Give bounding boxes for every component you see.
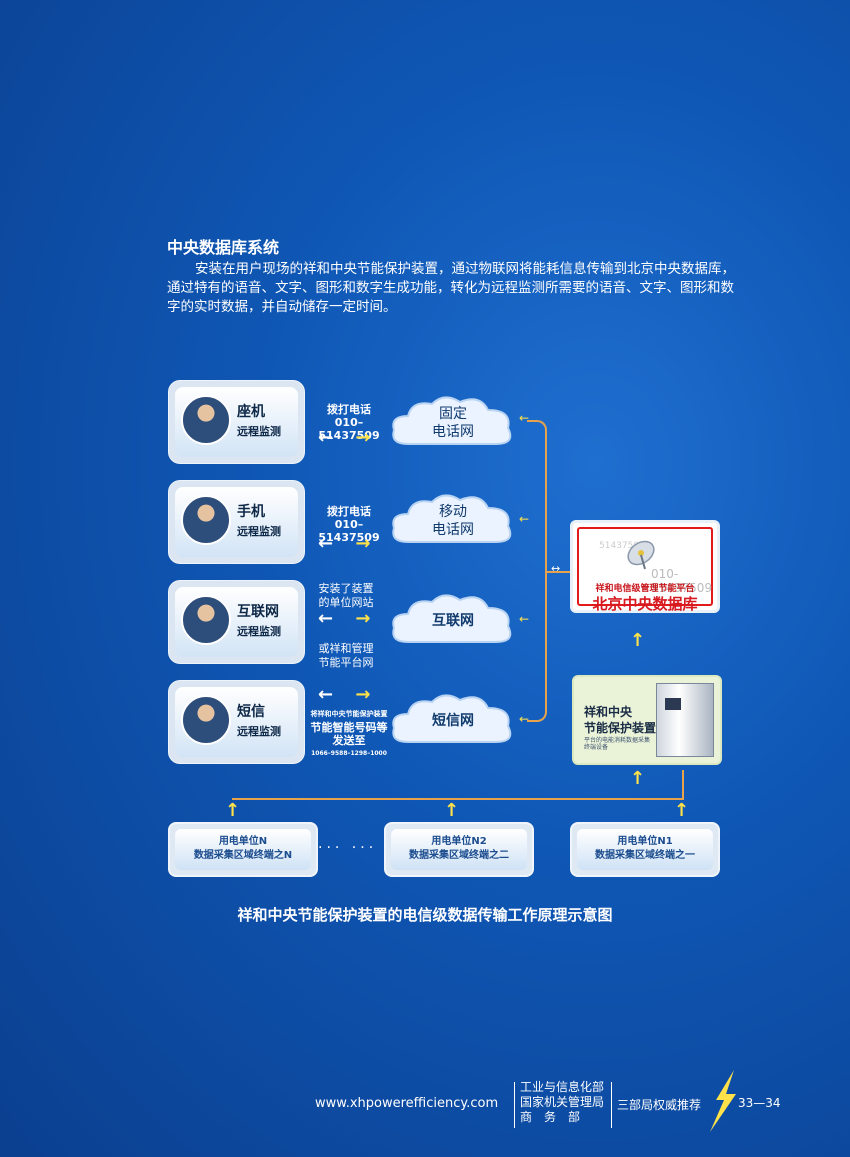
unit-terminal: 数据采集区域终端之一: [595, 850, 695, 861]
unit-terminal: 数据采集区域终端之N: [193, 850, 293, 861]
cloud-label: 固定: [439, 406, 467, 422]
person-computer-avatar: [181, 595, 231, 645]
bidirectional-link-icon: ↔: [551, 562, 561, 575]
internet-instruction-top: 安装了装置的单位网站: [318, 582, 374, 609]
arrow-up-icon: ↑: [630, 630, 646, 651]
footer-organizations: 工业与信息化部国家机关管理局商 务 部: [520, 1080, 605, 1124]
device-title-2: 节能保护装置: [584, 721, 657, 735]
ellipsis-dots: ··· ···: [318, 840, 378, 856]
footer-url[interactable]: www.xhpowerefficiency.com: [315, 1096, 499, 1111]
unit-box-n1: 用电单位N1 数据采集区域终端之一: [570, 822, 720, 877]
cloud-label-2: 电话网: [432, 424, 474, 440]
unit-bus-line: [232, 798, 684, 800]
internet-card: 互联网 远程监测: [168, 580, 305, 664]
arrow-up-icon: ↑: [630, 768, 646, 789]
energy-device-box: 祥和中央 节能保护装置 平台的电能消耗数据采集终端设备: [572, 675, 722, 765]
arrow-up-icon: ↑: [444, 800, 460, 821]
db-watermark: 51437509: [599, 541, 645, 551]
person-phone-avatar: [181, 395, 231, 445]
unit-bus-riser: [682, 770, 684, 799]
footer-recommendation: 三部局权威推荐: [617, 1098, 702, 1112]
db-main-label: 北京中央数据库: [592, 595, 698, 613]
arrow-left-icon: ←: [519, 411, 530, 425]
device-description: 平台的电能消耗数据采集终端设备: [584, 737, 651, 751]
card-title: 短信: [237, 704, 265, 720]
sms-cloud: 短信网: [388, 690, 518, 752]
card-subtitle: 远程监测: [237, 625, 281, 638]
mobile-cloud: 移动电话网: [388, 490, 518, 552]
arrow-up-icon: ↑: [225, 800, 241, 821]
internet-instruction-bottom: 或祥和管理节能平台网: [318, 642, 374, 669]
card-subtitle: 远程监测: [237, 425, 281, 438]
landline-cloud: 固定电话网: [388, 392, 518, 454]
device-cabinet-icon: [656, 683, 714, 757]
card-subtitle: 远程监测: [237, 525, 281, 538]
unit-box-n2: 用电单位N2 数据采集区域终端之二: [384, 822, 534, 877]
db-connector-line: [547, 571, 572, 573]
mobile-card: 手机 远程监测: [168, 480, 305, 564]
db-watermark-2: 010-51437509: [651, 567, 713, 595]
bidirectional-arrows-icon: ← →: [318, 427, 379, 448]
arrow-left-icon: ←: [519, 512, 530, 526]
card-title: 座机: [237, 404, 265, 420]
section-title: 中央数据库系统: [167, 238, 280, 257]
unit-terminal: 数据采集区域终端之二: [409, 850, 509, 861]
page-number: 33—34: [738, 1096, 781, 1110]
footer-divider: [611, 1082, 612, 1128]
sms-instruction: 将祥和中央节能保护装置 节能智能号码等 发送至 1066–9588–1298–1…: [310, 710, 388, 757]
unit-name: 用电单位N1: [617, 836, 673, 847]
satellite-dish-icon: [627, 540, 655, 570]
unit-box-n: 用电单位N 数据采集区域终端之N: [168, 822, 318, 877]
landline-card: 座机 远程监测: [168, 380, 305, 464]
card-title: 手机: [237, 504, 265, 520]
card-subtitle: 远程监测: [237, 725, 281, 738]
sms-card: 短信 远程监测: [168, 680, 305, 764]
person-texting-avatar: [181, 695, 231, 745]
arrow-up-icon: ↑: [674, 800, 690, 821]
device-title-1: 祥和中央: [584, 705, 633, 719]
internet-cloud: 互联网: [388, 590, 518, 652]
cloud-label: 移动: [439, 504, 467, 520]
cloud-label: 短信网: [432, 713, 474, 729]
bidirectional-arrows-icon: ← →: [318, 608, 379, 629]
arrow-left-icon: ←: [519, 712, 530, 726]
bidirectional-arrows-icon: ← →: [318, 684, 379, 705]
unit-name: 用电单位N2: [431, 836, 487, 847]
bidirectional-arrows-icon: ← →: [318, 533, 379, 554]
unit-name: 用电单位N: [218, 836, 268, 847]
central-database-box: 51437509 010-51437509 祥和电信级管理节能平台 北京中央数据…: [570, 520, 720, 613]
cloud-label: 互联网: [432, 613, 474, 629]
intro-paragraph: 安装在用户现场的祥和中央节能保护装置，通过物联网将能耗信息传输到北京中央数据库，…: [167, 261, 735, 315]
diagram-caption: 祥和中央节能保护装置的电信级数据传输工作原理示意图: [237, 906, 613, 924]
card-title: 互联网: [237, 604, 279, 620]
arrow-left-icon: ←: [519, 612, 530, 626]
person-headset-avatar: [181, 495, 231, 545]
cloud-connector-bracket: [527, 420, 547, 722]
lightning-bolt-icon: [710, 1070, 736, 1132]
footer-divider: [514, 1082, 515, 1128]
cloud-label-2: 电话网: [432, 522, 474, 538]
db-platform-label: 祥和电信级管理节能平台: [595, 584, 695, 594]
